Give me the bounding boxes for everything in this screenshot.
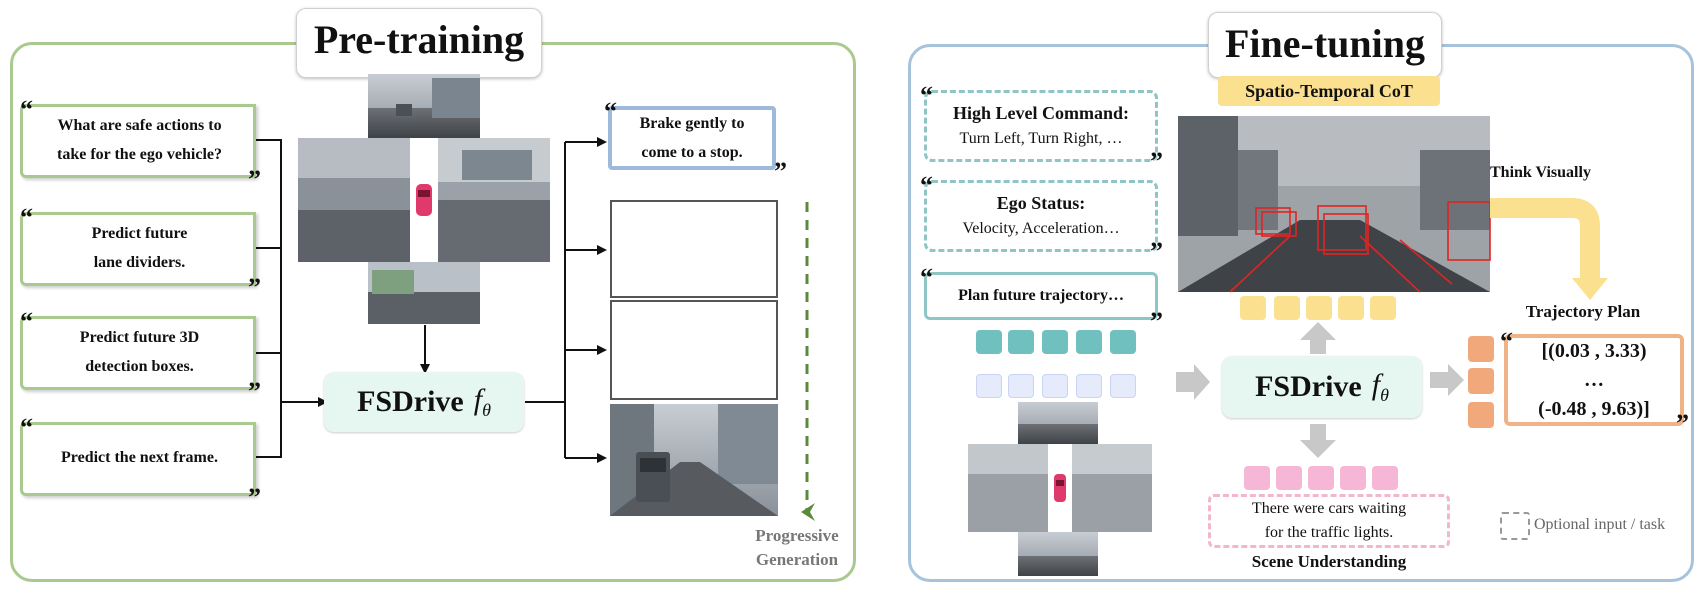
model-symbol: fθ [474,383,491,421]
optional-legend-label: Optional input / task [1534,516,1666,533]
gray-arrows [1176,322,1464,458]
answer-box: Brake gently to come to a stop. [608,106,776,170]
question-safe-actions-line2: take for the ego vehicle? [57,145,222,163]
quote-open: “ [920,171,933,200]
quote-close: ” [248,165,261,194]
think-visually-label: Think Visually [1490,164,1591,181]
answer-line2: come to a stop. [641,144,743,161]
lane-divider-frame [610,200,778,298]
trajectory-line2: … [1584,368,1604,391]
scene-line2: for the traffic lights. [1264,524,1394,541]
visual-cot-token [1370,296,1396,320]
progressive-generation-label: Progressive Generation [742,524,852,572]
model-symbol-theta: θ [1380,385,1389,405]
scene-token [1276,466,1302,490]
quote-open: “ [1500,327,1513,356]
trajectory-output-box: [(0.03 , 3.33) … (-0.48 , 9.63)] [1504,334,1684,426]
model-symbol-f: f [473,383,483,416]
ego-status-title: Ego Status: [996,193,1086,213]
ego-status-box: Ego Status: Velocity, Acceleration… [924,180,1158,252]
pretrain-camera-cross [298,74,550,324]
question-detection-line1: Predict future 3D [79,328,200,346]
quote-open: “ [920,263,933,292]
pretraining-title: Pre-training [296,8,542,78]
next-frame-image [610,404,778,516]
input-token [1076,330,1102,354]
scene-understanding-label: Scene Understanding [1251,552,1407,571]
quote-open: “ [20,413,33,442]
trajectory-plan-label: Trajectory Plan [1525,302,1641,321]
quote-close: ” [774,157,787,186]
answer-line1: Brake gently to [639,115,745,132]
high-level-command-detail: Turn Left, Turn Right, … [959,130,1123,147]
model-name: FSDrive [357,385,464,418]
scene-token [1372,466,1398,490]
high-level-command-title: High Level Command: [952,103,1129,123]
question-box-safe-actions: What are safe actions to take for the ego… [20,104,256,178]
high-level-command-box: High Level Command: Turn Left, Turn Righ… [924,90,1158,162]
question-lane-line1: Predict future [91,224,188,242]
ego-status-detail: Velocity, Acceleration… [962,220,1120,237]
fsdrive-model-finetune: FSDrive fθ [1222,356,1422,418]
quote-close: ” [1150,237,1163,266]
quote-open: “ [920,81,933,110]
detection-frame [610,300,778,400]
question-detection-line2: detection boxes. [85,357,194,375]
input-token [976,330,1002,354]
image-token [976,374,1002,398]
quote-close: ” [248,273,261,302]
question-box-detection: Predict future 3D detection boxes. [20,316,256,390]
question-connectors [256,137,607,463]
scene-understanding-box: There were cars waiting for the traffic l… [1208,494,1450,548]
question-box-lane-dividers: Predict future lane dividers. [20,212,256,286]
quote-close: ” [1676,409,1689,438]
plan-prompt-box: Plan future trajectory… [924,272,1158,320]
input-token [1008,330,1034,354]
model-symbol-f: f [1371,368,1381,401]
scene-line1: There were cars waiting [1251,500,1407,517]
question-safe-actions-line1: What are safe actions to [57,116,222,134]
trajectory-token [1468,368,1494,394]
input-token [1042,330,1068,354]
question-next-frame-line1: Predict the next frame. [61,449,218,466]
scene-token [1340,466,1366,490]
progressive-line1: Progressive [755,526,839,545]
model-symbol: fθ [1372,368,1389,406]
trajectory-token [1468,336,1494,362]
quote-open: “ [20,95,33,124]
front-camera-frame [1178,116,1491,293]
optional-legend-swatch [1500,512,1530,540]
visual-cot-token [1240,296,1266,320]
input-token [1110,330,1136,354]
image-token [1008,374,1034,398]
quote-close: ” [1150,307,1163,336]
trajectory-line3: (-0.48 , 9.63)] [1538,397,1650,420]
finetune-camera-cross [968,402,1152,576]
visual-cot-token [1306,296,1332,320]
model-symbol-theta: θ [482,400,491,420]
spatio-temporal-cot-label: Spatio-Temporal CoT [1218,76,1440,106]
quote-open: “ [604,97,617,126]
quote-close: ” [248,377,261,406]
fsdrive-model-pretrain: FSDrive fθ [324,372,524,432]
quote-close: ” [248,483,261,512]
quote-open: “ [20,203,33,232]
model-name: FSDrive [1255,370,1362,403]
think-visually-arrow [1490,198,1600,280]
quote-close: ” [1150,147,1163,176]
quote-open: “ [20,307,33,336]
scene-token [1244,466,1270,490]
visual-cot-token [1274,296,1300,320]
question-box-next-frame: Predict the next frame. [20,422,256,496]
scene-token [1308,466,1334,490]
visual-cot-token [1338,296,1364,320]
image-token [1042,374,1068,398]
question-lane-line2: lane dividers. [93,253,186,271]
trajectory-token [1468,402,1494,428]
image-token [1076,374,1102,398]
progressive-line2: Generation [755,550,839,569]
trajectory-line1: [(0.03 , 3.33) [1541,339,1647,362]
image-token [1110,374,1136,398]
